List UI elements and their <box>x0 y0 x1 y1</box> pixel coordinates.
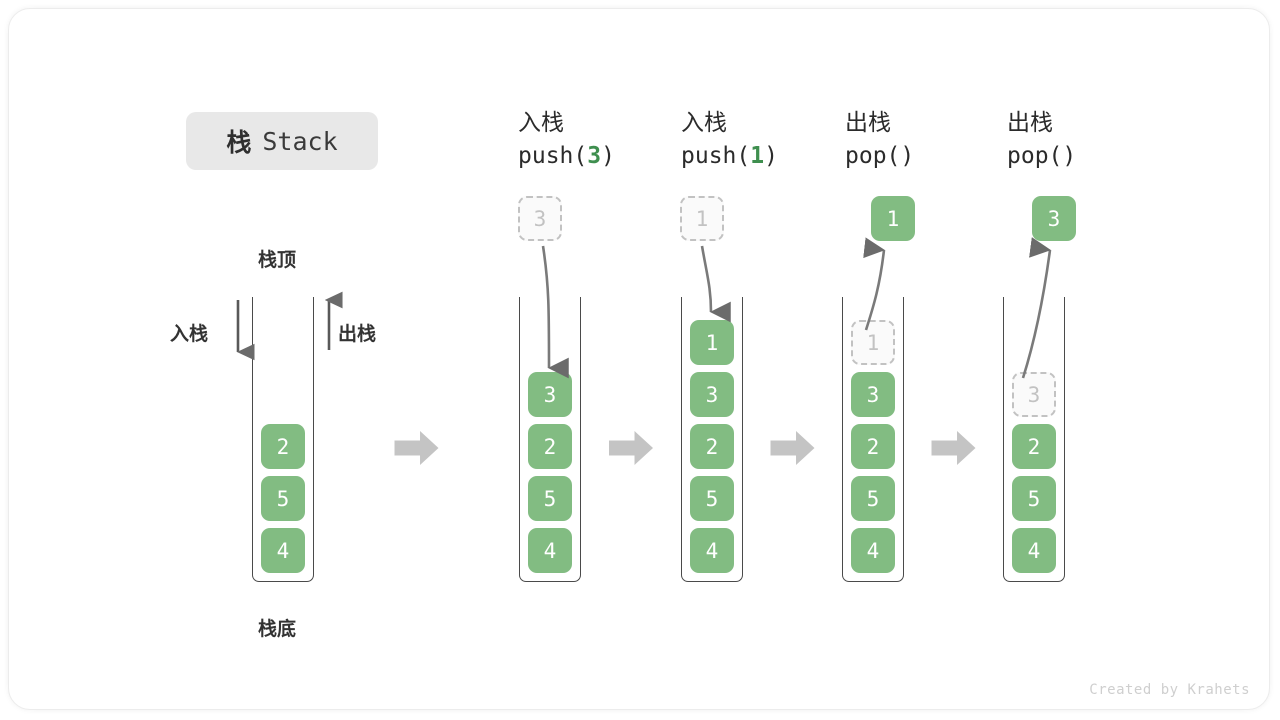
floating-box-stage-1: 3 <box>518 196 562 241</box>
operation-code-1: push(1) <box>681 139 831 173</box>
stack-container-1 <box>519 297 581 582</box>
stack-3-cell-0-ghost: 1 <box>851 320 895 365</box>
floating-box-stage-3: 1 <box>871 196 915 241</box>
stack-4-cell-3: 4 <box>1012 528 1056 573</box>
operation-code-3: pop() <box>1007 139 1157 173</box>
stack-4-cell-0-ghost: 3 <box>1012 372 1056 417</box>
stack-2-cell-3: 5 <box>690 476 734 521</box>
operation-code-post-3: ) <box>1062 143 1077 169</box>
operation-header-pop-1: 出栈 pop() <box>845 105 995 173</box>
operation-header-push-1: 入栈 push(1) <box>681 105 831 173</box>
stack-2-cell-4: 4 <box>690 528 734 573</box>
operation-label-cn-1: 入栈 <box>681 109 727 135</box>
operation-label-cn-2: 出栈 <box>845 109 891 135</box>
operation-label-cn-0: 入栈 <box>518 109 564 135</box>
stack-2-cell-0: 1 <box>690 320 734 365</box>
label-stack-bottom: 栈底 <box>258 619 297 640</box>
operation-code-pre-0: push( <box>518 143 588 169</box>
stack-0-cell-2: 4 <box>261 528 305 573</box>
stack-3-cell-1: 3 <box>851 372 895 417</box>
operation-code-post-2: ) <box>900 143 915 169</box>
stack-1-cell-3: 4 <box>528 528 572 573</box>
stack-3-cell-4: 4 <box>851 528 895 573</box>
diagram-title-chip: 栈 Stack <box>186 112 378 170</box>
operation-code-post-0: ) <box>601 143 615 169</box>
stack-2-cell-1: 3 <box>690 372 734 417</box>
stack-0-cell-0: 2 <box>261 424 305 469</box>
stack-container-2 <box>681 297 743 582</box>
floating-box-stage-2: 1 <box>680 196 724 241</box>
diagram-title-en: Stack <box>262 126 338 156</box>
stack-2-cell-2: 2 <box>690 424 734 469</box>
operation-code-0: push(3) <box>518 139 668 173</box>
footer-credit: Created by Krahets <box>1089 682 1250 698</box>
label-stack-top: 栈顶 <box>258 250 297 271</box>
stack-container-0 <box>252 297 314 582</box>
operation-label-cn-3: 出栈 <box>1007 109 1053 135</box>
diagram-title-cn: 栈 <box>226 129 253 157</box>
stack-4-cell-2: 5 <box>1012 476 1056 521</box>
stack-container-4 <box>1003 297 1065 582</box>
operation-code-pre-2: pop( <box>845 143 901 169</box>
operation-code-post-1: ) <box>764 143 778 169</box>
stack-1-cell-1: 2 <box>528 424 572 469</box>
stack-3-cell-2: 2 <box>851 424 895 469</box>
floating-box-stage-4: 3 <box>1032 196 1076 241</box>
stack-0-cell-1: 5 <box>261 476 305 521</box>
operation-code-arg-0: 3 <box>587 143 602 169</box>
operation-code-pre-3: pop( <box>1007 143 1063 169</box>
label-push-side: 入栈 <box>170 324 209 345</box>
operation-code-2: pop() <box>845 139 995 173</box>
operation-header-pop-2: 出栈 pop() <box>1007 105 1157 173</box>
stack-1-cell-2: 5 <box>528 476 572 521</box>
stack-container-3 <box>842 297 904 582</box>
stack-1-cell-0: 3 <box>528 372 572 417</box>
operation-code-pre-1: push( <box>681 143 751 169</box>
label-pop-side: 出栈 <box>338 324 377 345</box>
operation-header-push-3: 入栈 push(3) <box>518 105 668 173</box>
operation-code-arg-1: 1 <box>750 143 765 169</box>
stack-4-cell-1: 2 <box>1012 424 1056 469</box>
stack-3-cell-3: 5 <box>851 476 895 521</box>
